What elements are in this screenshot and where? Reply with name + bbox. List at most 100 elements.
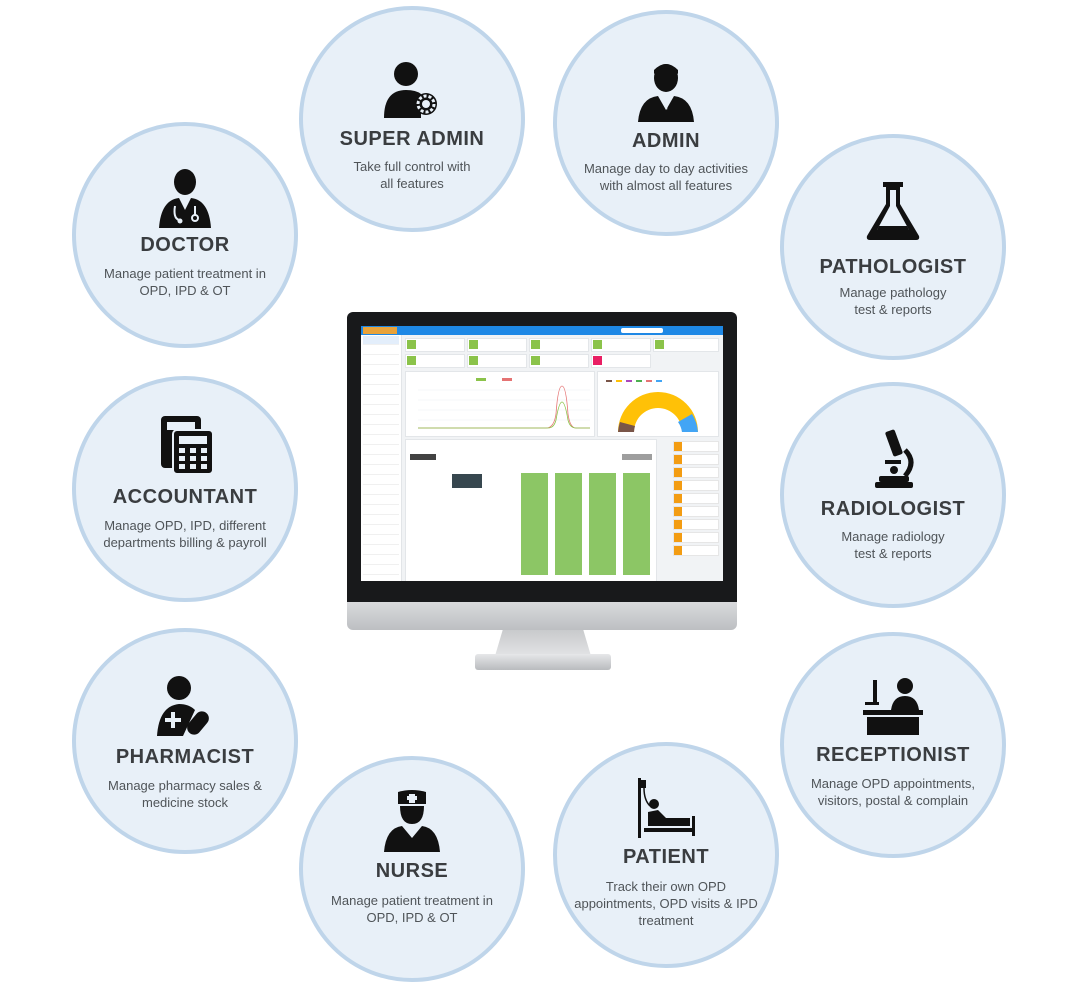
role-title: ACCOUNTANT (112, 486, 258, 508)
flask-icon (866, 182, 920, 240)
role-title: PATIENT (622, 846, 710, 868)
calendar-tooltip (452, 474, 482, 488)
user-gear-icon (384, 62, 437, 118)
line-chart (418, 378, 590, 429)
role-title: NURSE (375, 860, 449, 882)
role-title: SUPER ADMIN (339, 128, 485, 150)
sidebar-item[interactable] (363, 556, 399, 565)
income-expense-chart (405, 371, 595, 437)
staff-count-item (673, 519, 719, 530)
sidebar-item[interactable] (363, 416, 399, 425)
sidebar-item[interactable] (363, 566, 399, 575)
doctor-icon (159, 169, 211, 228)
sidebar-item[interactable] (363, 396, 399, 405)
sidebar-item[interactable] (363, 476, 399, 485)
sidebar-item[interactable] (363, 516, 399, 525)
monitor-neck (495, 630, 591, 656)
staff-count-item (673, 441, 719, 452)
pharmacist-icon (157, 676, 209, 736)
patient-bed-icon (638, 778, 695, 838)
app-logo (363, 327, 397, 334)
stat-card[interactable] (591, 354, 651, 368)
sidebar-item[interactable] (363, 526, 399, 535)
donut-chart (606, 380, 698, 432)
staff-count-item (673, 467, 719, 478)
stat-card[interactable] (529, 338, 589, 352)
sidebar-item[interactable] (363, 406, 399, 415)
stat-card[interactable] (529, 354, 589, 368)
sidebar-item[interactable] (363, 356, 399, 365)
staff-count-item (673, 480, 719, 491)
app-topbar (361, 326, 723, 335)
sidebar-item[interactable] (363, 546, 399, 555)
search-input[interactable] (621, 328, 663, 333)
calendar-view-buttons[interactable] (622, 454, 652, 460)
role-title: RECEPTIONIST (816, 744, 970, 766)
role-description: Manage OPD appointments,visitors, postal… (810, 776, 976, 808)
monitor-bezel (347, 312, 737, 602)
role-title: RADIOLOGIST (820, 498, 966, 520)
stat-card[interactable] (591, 338, 651, 352)
stat-card[interactable] (467, 354, 527, 368)
staff-count-item (673, 545, 719, 556)
stat-card[interactable] (405, 354, 465, 368)
sidebar-item[interactable] (363, 376, 399, 385)
sidebar-item[interactable] (363, 486, 399, 495)
sidebar-item[interactable] (363, 466, 399, 475)
monitor-chin (347, 602, 737, 630)
sidebar-item[interactable] (363, 446, 399, 455)
stat-card[interactable] (467, 338, 527, 352)
role-description: Manage pharmacy sales &medicine stock (108, 778, 262, 810)
nurse-icon (384, 790, 440, 852)
calendar-event[interactable] (555, 473, 582, 575)
sidebar-item[interactable] (363, 366, 399, 375)
dashboard-screen (361, 326, 723, 581)
sidebar-item[interactable] (363, 386, 399, 395)
sidebar-item[interactable] (363, 336, 399, 345)
staff-count-item (673, 454, 719, 465)
role-title: DOCTOR (140, 234, 230, 256)
microscope-icon (875, 429, 914, 488)
receptionist-icon (863, 678, 923, 735)
admin-user-icon (638, 64, 694, 122)
sidebar-item[interactable] (363, 426, 399, 435)
monthly-account-overview (597, 371, 719, 437)
role-title: PHARMACIST (115, 746, 255, 768)
calendar-event[interactable] (589, 473, 616, 575)
role-title: PATHOLOGIST (819, 256, 967, 278)
stat-card[interactable] (405, 338, 465, 352)
calendar-event[interactable] (623, 473, 650, 575)
sidebar-item[interactable] (363, 456, 399, 465)
calendar-event[interactable] (521, 473, 548, 575)
stat-card[interactable] (653, 338, 719, 352)
sidebar-item[interactable] (363, 506, 399, 515)
sidebar-item[interactable] (363, 346, 399, 355)
sidebar-item[interactable] (363, 536, 399, 545)
sidebar-item[interactable] (363, 496, 399, 505)
role-pharmacist: PHARMACIST Manage pharmacy sales &medici… (72, 628, 298, 854)
staff-count-item (673, 493, 719, 504)
monitor (347, 312, 737, 672)
sidebar (361, 335, 402, 581)
sidebar-item[interactable] (363, 436, 399, 445)
role-receptionist: RECEPTIONIST Manage OPD appointments,vis… (780, 632, 1006, 858)
role-title: ADMIN (631, 130, 701, 152)
staff-count-item (673, 506, 719, 517)
calculator-icon (161, 416, 214, 475)
calendar-nav-buttons[interactable] (410, 454, 436, 460)
